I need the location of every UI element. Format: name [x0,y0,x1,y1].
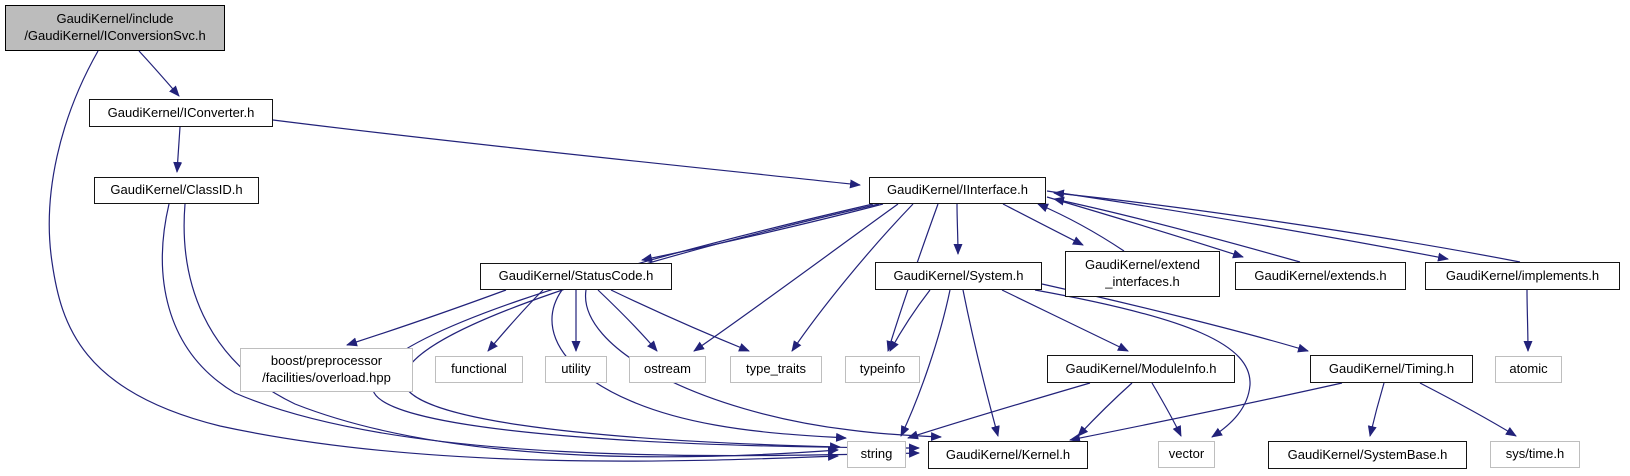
edge-iinterface-ostream [693,203,899,352]
graph-node-systime[interactable]: sys/time.h [1490,441,1580,468]
edge-iinterface-extends [1046,196,1244,259]
edge-implements-atomic [1523,289,1533,352]
edge-timing-systembase [1367,382,1385,437]
edge-extint-iinterface [1037,203,1125,252]
graph-node-string[interactable]: string [847,441,906,468]
edge-system-string [900,289,951,437]
edge-statuscode-boost [346,289,507,347]
edge-iinterface-typetraits [791,203,914,352]
graph-node-timing[interactable]: GaudiKernel/Timing.h [1310,355,1473,383]
edge-moduleinfo-string [907,382,1091,440]
edge-timing-systime [1419,382,1517,437]
edge-system-typeinfo [889,289,931,352]
edge-iinterface-system [953,203,963,255]
graph-node-iconverter[interactable]: GaudiKernel/IConverter.h [89,99,273,127]
graph-node-systembase[interactable]: GaudiKernel/SystemBase.h [1268,441,1467,469]
edge-extends-iinterface [1053,196,1301,263]
edge-classid-string [183,203,839,458]
graph-node-boost[interactable]: boost/preprocessor /facilities/overload.… [240,348,413,392]
graph-node-vector[interactable]: vector [1158,441,1215,468]
edge-statuscode-ostream [597,289,658,352]
graph-node-utility[interactable]: utility [545,356,607,383]
edge-statuscode-string [551,289,847,442]
edge-iconverter-iinterface [272,119,861,189]
edge-system-kernel [962,289,1000,437]
graph-node-functional[interactable]: functional [435,356,523,383]
graph-node-typeinfo[interactable]: typeinfo [845,356,920,383]
edge-classid-kernel [161,203,920,458]
edge-timing-kernel [1069,382,1343,443]
edge-iconverter-classid [173,126,183,173]
graph-node-root[interactable]: GaudiKernel/include /GaudiKernel/IConver… [5,5,225,51]
graph-node-atomic[interactable]: atomic [1495,356,1562,383]
edge-moduleinfo-vector [1151,382,1182,437]
graph-node-extends[interactable]: GaudiKernel/extends.h [1235,262,1406,290]
graph-node-classid[interactable]: GaudiKernel/ClassID.h [94,177,259,204]
edge-statuscode-functional [487,289,544,352]
edge-moduleinfo-kernel [1077,382,1133,437]
edge-iinterface-statuscode [641,203,884,263]
edge-system-vector [1034,289,1251,438]
edge-iinterface-string [403,203,880,452]
graph-node-typetraits[interactable]: type_traits [730,356,822,383]
graph-node-kernel[interactable]: GaudiKernel/Kernel.h [928,441,1088,469]
graph-node-system[interactable]: GaudiKernel/System.h [875,262,1042,290]
graph-node-implements[interactable]: GaudiKernel/implements.h [1425,262,1620,290]
edge-root-string [48,50,839,462]
graph-node-ostream[interactable]: ostream [629,356,706,383]
graph-node-extint[interactable]: GaudiKernel/extend _interfaces.h [1065,251,1220,297]
graph-node-statuscode[interactable]: GaudiKernel/StatusCode.h [480,263,672,290]
edge-iinterface-extint [1002,203,1084,246]
edge-implements-iinterface [1053,189,1521,263]
graph-node-iinterface[interactable]: GaudiKernel/IInterface.h [869,177,1046,204]
edge-statuscode-typetraits [610,289,750,352]
edge-iinterface-implements [1046,190,1449,262]
edge-iinterface-kernel [372,203,920,453]
edge-root-iconverter [138,50,180,97]
edge-system-moduleinfo [1001,289,1129,352]
graph-node-moduleinfo[interactable]: GaudiKernel/ModuleInfo.h [1047,355,1235,383]
